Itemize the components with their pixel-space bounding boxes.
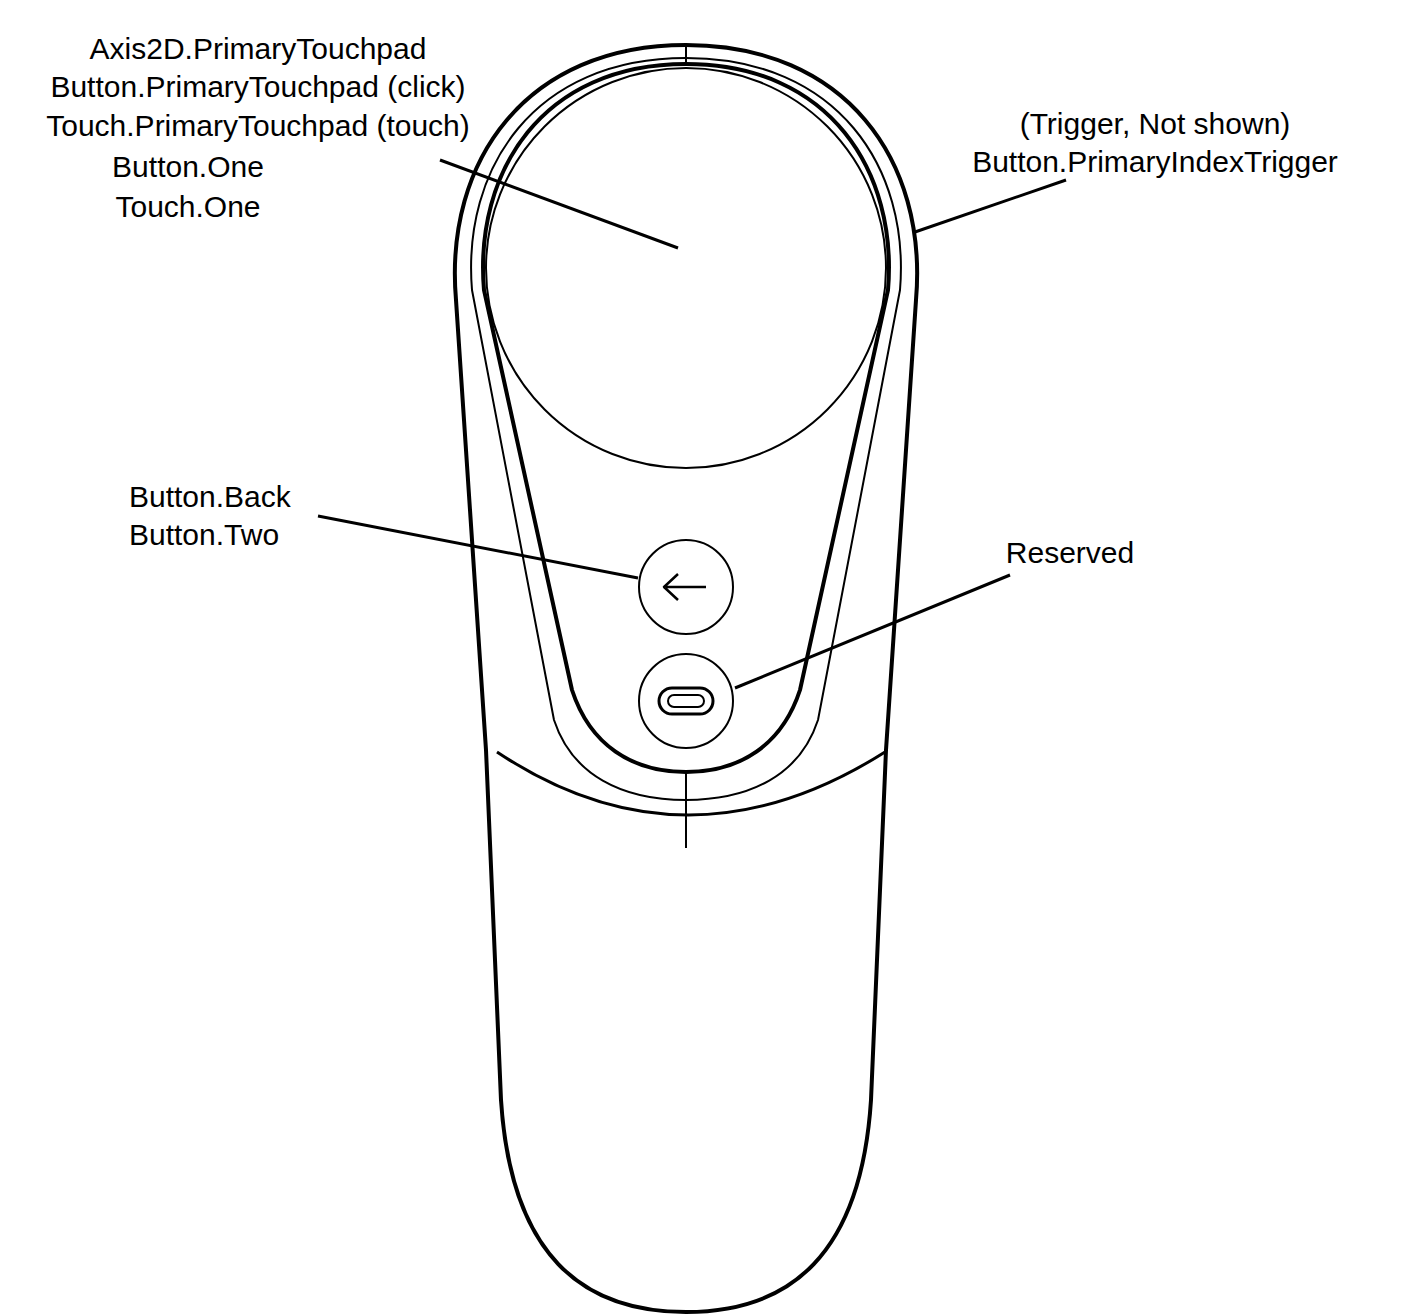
seam-line	[685, 772, 687, 848]
collar-band	[497, 752, 885, 815]
touchpad-label: Axis2D.PrimaryTouchpad	[90, 32, 427, 66]
leader-line	[318, 516, 638, 578]
seam-line	[685, 45, 687, 64]
controller-body	[455, 45, 917, 1312]
leader-line	[440, 160, 678, 248]
inner-ring	[483, 64, 889, 772]
touchpad-label: Touch.One	[115, 190, 260, 224]
leader-line	[735, 575, 1010, 688]
home-button	[639, 654, 733, 748]
trigger-label: (Trigger, Not shown)	[1020, 107, 1291, 141]
leader-line	[915, 180, 1066, 232]
home-icon	[659, 688, 713, 714]
touchpad	[486, 68, 886, 468]
back-button-label: Button.Two	[129, 518, 279, 552]
touchpad-label: Button.PrimaryTouchpad (click)	[50, 70, 465, 104]
touchpad-label: Button.One	[112, 150, 264, 184]
outer-ring	[471, 58, 901, 800]
trigger-label: Button.PrimaryIndexTrigger	[972, 145, 1338, 179]
back-button	[639, 540, 733, 634]
touchpad-label: Touch.PrimaryTouchpad (touch)	[46, 109, 470, 143]
reserved-label: Reserved	[1006, 536, 1134, 570]
back-arrow-icon	[664, 574, 706, 600]
back-button-label: Button.Back	[129, 480, 291, 514]
home-icon	[668, 695, 704, 707]
